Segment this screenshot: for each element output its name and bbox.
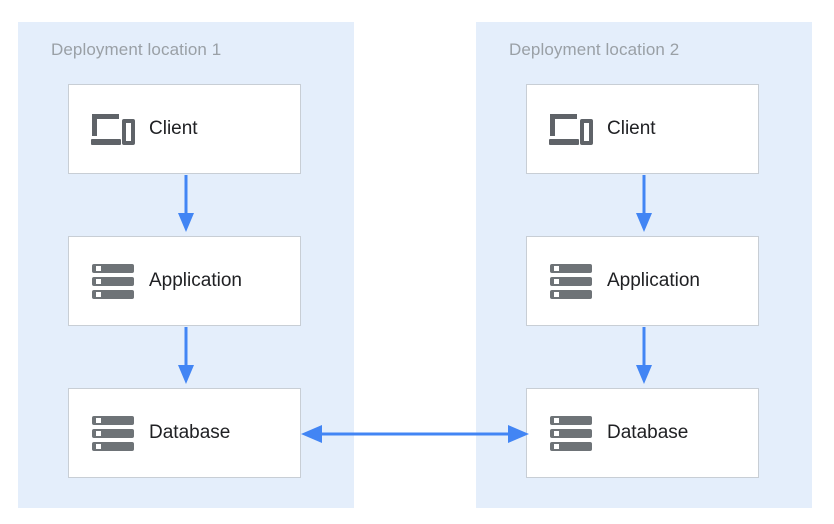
node-application-2[interactable]: Application — [526, 236, 759, 326]
node-database-2-label: Database — [607, 422, 689, 443]
node-database-1-label: Database — [149, 422, 231, 443]
arrow-database-replication-bidirectional — [300, 423, 530, 445]
panel-1-title: Deployment location 1 — [51, 40, 222, 59]
node-database-1[interactable]: Database — [68, 388, 301, 478]
arrow-application-to-database-1 — [175, 327, 197, 385]
arrow-client-to-application-2 — [633, 175, 655, 233]
server-icon — [549, 412, 593, 454]
client-devices-icon — [549, 108, 593, 150]
arrow-application-to-database-2 — [633, 327, 655, 385]
node-client-1[interactable]: Client — [68, 84, 301, 174]
deployment-location-1-panel: Deployment location 1 Client Application — [18, 22, 354, 508]
panel-2-title: Deployment location 2 — [509, 40, 680, 59]
node-application-1[interactable]: Application — [68, 236, 301, 326]
client-devices-icon — [91, 108, 135, 150]
server-icon — [91, 260, 135, 302]
node-client-2[interactable]: Client — [526, 84, 759, 174]
node-application-2-label: Application — [607, 270, 700, 291]
arrow-client-to-application-1 — [175, 175, 197, 233]
node-application-1-label: Application — [149, 270, 242, 291]
deployment-location-2-panel: Deployment location 2 Client Application — [476, 22, 812, 508]
node-client-2-label: Client — [607, 118, 656, 139]
server-icon — [549, 260, 593, 302]
server-icon — [91, 412, 135, 454]
node-client-1-label: Client — [149, 118, 198, 139]
node-database-2[interactable]: Database — [526, 388, 759, 478]
